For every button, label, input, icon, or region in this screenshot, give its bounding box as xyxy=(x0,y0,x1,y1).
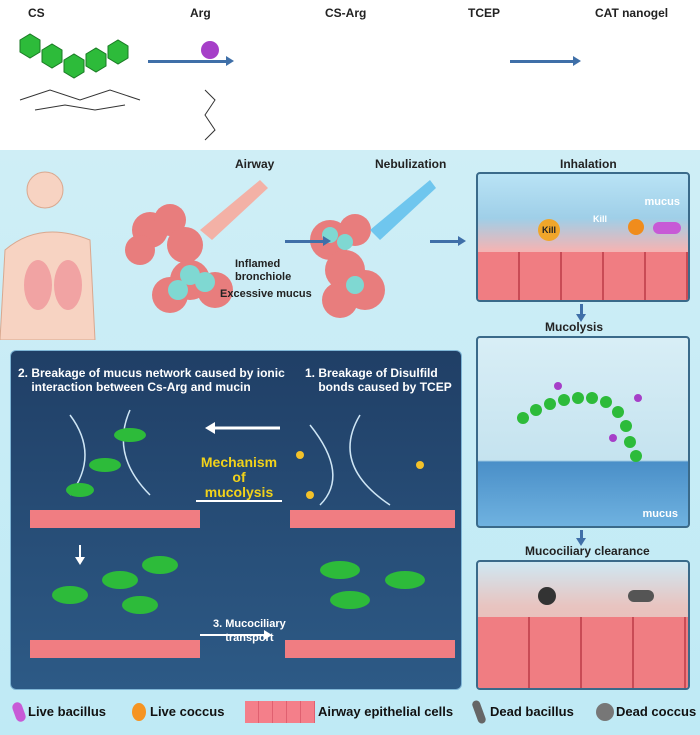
inhalation-panel: mucus Kill Kill xyxy=(476,172,690,302)
legend-dead-coccus: Dead coccus xyxy=(616,704,697,719)
label-tcep: TCEP xyxy=(468,6,501,20)
mucolysis-panel: mucus xyxy=(476,336,690,528)
airway-illustration xyxy=(0,171,436,340)
mechanism-illustration xyxy=(30,409,455,658)
live-bacillus-icon xyxy=(653,222,681,234)
dead-coccus-icon xyxy=(596,703,614,721)
label-inflamed-bronchiole: Inflamed bronchiole xyxy=(235,258,292,283)
label-airway: Airway xyxy=(235,157,275,171)
kill-coccus-icon: Kill xyxy=(538,219,560,241)
label-mucus: mucus xyxy=(642,508,678,520)
nebulized-bronchiole-icon xyxy=(310,180,436,318)
label-excessive-mucus: Excessive mucus xyxy=(220,288,312,300)
label-cs-arg: CS-Arg xyxy=(325,6,367,20)
dead-bacillus-icon xyxy=(628,590,654,602)
label-cat-nanogel: CAT nanogel xyxy=(595,6,669,20)
mechanism-title: Mechanism of mucolysis xyxy=(196,455,282,502)
arrow-right-icon xyxy=(430,236,466,246)
epithelial-cells xyxy=(478,617,688,688)
dead-coccus-icon xyxy=(538,587,556,605)
label-mucociliary-clearance: Mucociliary clearance xyxy=(525,544,650,558)
arrow-right-icon xyxy=(285,236,331,246)
lungs-icon xyxy=(24,260,82,310)
legend-airway-epithelial-cells: Airway epithelial cells xyxy=(318,704,454,719)
label-cs: CS xyxy=(28,6,45,20)
arrow-down-icon xyxy=(576,304,586,322)
arrow-down-icon xyxy=(576,530,586,546)
epithelial-cells-icon xyxy=(245,701,315,723)
step2-text: 2. Breakage of mucus network caused by i… xyxy=(18,366,285,394)
step3-text: 3. Mucociliary transport xyxy=(213,618,286,644)
epithelial-cells xyxy=(478,252,688,300)
cs-arg-chain-icon xyxy=(517,382,642,462)
legend-dead-bacillus: Dead bacillus xyxy=(490,704,574,719)
arg-structure-icon xyxy=(204,89,216,141)
legend-live-bacillus: Live bacillus xyxy=(28,704,107,719)
cs-structure-icon xyxy=(19,89,141,111)
label-inhalation: Inhalation xyxy=(560,157,617,171)
arg-plus-icon xyxy=(201,41,219,59)
live-coccus-icon xyxy=(132,703,146,721)
human-body-icon xyxy=(0,171,96,340)
arrow-right-icon xyxy=(510,56,581,66)
clearance-panel xyxy=(476,560,690,690)
label-arg: Arg xyxy=(190,6,211,20)
chemical-structures xyxy=(19,33,219,141)
label-mucus: mucus xyxy=(644,196,680,208)
label-nebulization: Nebulization xyxy=(375,157,447,171)
arrow-right-icon xyxy=(148,56,234,66)
cs-chain-icon xyxy=(19,33,129,79)
step1-text: 1. Breakage of Disulfild bonds caused by… xyxy=(305,366,452,394)
live-coccus-icon xyxy=(628,219,644,235)
label-mucolysis: Mucolysis xyxy=(545,320,604,334)
kill-label: Kill xyxy=(593,214,608,224)
legend-live-coccus: Live coccus xyxy=(150,704,225,719)
